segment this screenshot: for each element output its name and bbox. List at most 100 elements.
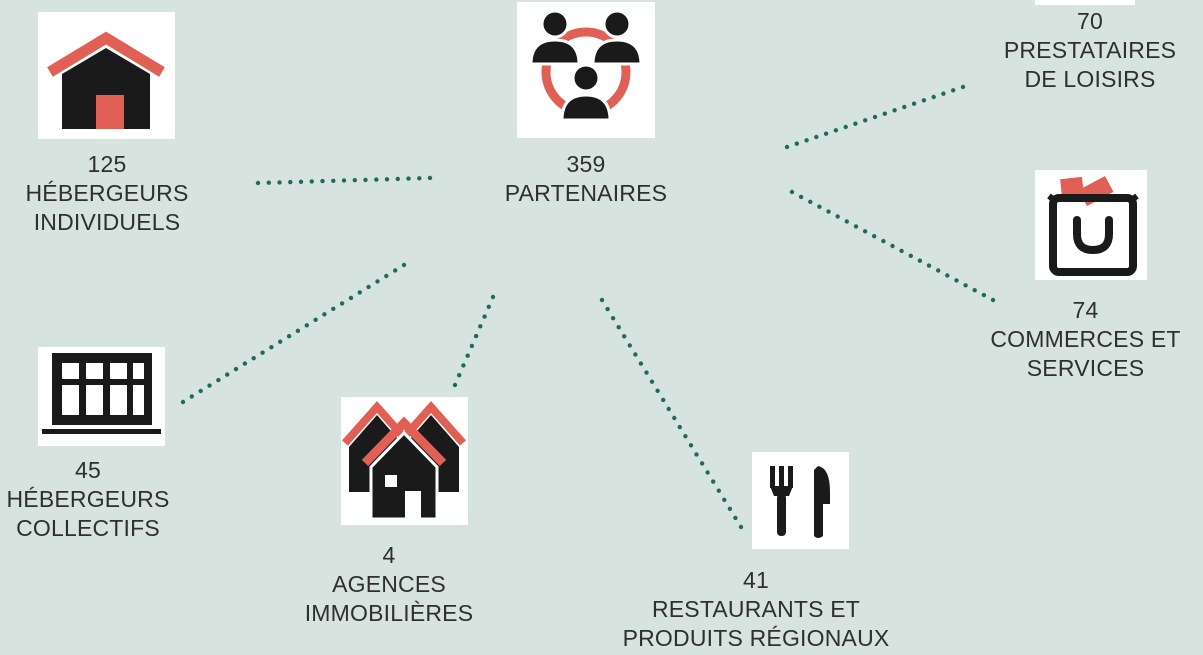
center-count: 359 (566, 151, 606, 177)
connector-dot (921, 98, 927, 103)
connector-dot (278, 339, 283, 344)
connector-dot (255, 180, 261, 186)
node-label-hebergeurs-individuels: 125 HÉBERGEURS INDIVIDUELS (0, 150, 214, 237)
connector-dot (277, 180, 282, 185)
connector-dot (655, 388, 660, 393)
connector-dot (341, 178, 347, 183)
connector-dot (352, 178, 357, 183)
node-title-line2: COLLECTIFS (16, 515, 160, 541)
connector-dot (357, 290, 362, 295)
connector-dot (638, 361, 644, 366)
node-title-line1: COMMERCES ET (990, 326, 1181, 352)
connector-dot (960, 84, 966, 90)
connector-dot (610, 316, 616, 321)
connector-dot (649, 379, 655, 384)
connector-dot (899, 248, 904, 254)
connector-dot (395, 176, 400, 182)
connector-dot (862, 229, 868, 234)
connector-dot (417, 176, 422, 181)
connector-dot (661, 397, 666, 403)
connector-dot (853, 121, 858, 126)
connector-dot (738, 524, 744, 530)
connector-dot (826, 209, 831, 214)
node-count: 74 (1072, 297, 1099, 323)
connector-dot (309, 179, 314, 184)
node-label-prestataires: 70 PRESTATAIRES DE LOISIRS (980, 7, 1200, 94)
connector-dot (945, 273, 950, 278)
node-label-hebergeurs-collectifs: 45 HÉBERGEURS COLLECTIFS (0, 456, 176, 543)
connector-dot (672, 415, 677, 421)
connector-dot (872, 234, 877, 239)
connector-dot (622, 334, 627, 339)
connector-dot (288, 179, 293, 185)
connector-dot (798, 194, 804, 200)
connector-dot (733, 515, 738, 521)
node-title-line2: INDIVIDUELS (33, 209, 181, 235)
connector-dot (363, 177, 368, 183)
node-count: 4 (382, 542, 396, 568)
connector-dot (473, 333, 479, 339)
building-icon (38, 347, 165, 446)
connector-dot (331, 178, 336, 183)
connector-dot (981, 292, 987, 298)
center-title: PARTENAIRES (504, 180, 668, 206)
connector-dot (465, 353, 470, 358)
connector-dot (457, 373, 462, 378)
node-count: 41 (743, 567, 769, 593)
connector-dot (926, 263, 932, 268)
connector-dot (972, 288, 977, 293)
connector-dot (711, 479, 716, 484)
shopping-bag-icon (1035, 170, 1147, 280)
connector-dot (844, 219, 849, 224)
connector-dot (817, 204, 822, 209)
connector-dot (348, 295, 354, 301)
node-title-line2: DE LOISIRS (1024, 66, 1156, 92)
connector-dot (705, 470, 710, 475)
center-label: 359 PARTENAIRES (472, 150, 700, 208)
connector-dot (808, 199, 813, 204)
node-title-line1: HÉBERGEURS (6, 486, 170, 512)
partners-group-icon (517, 2, 655, 138)
connector-dot (694, 452, 699, 457)
connector-dot (605, 306, 610, 312)
connector-dot (260, 350, 265, 355)
connector-dot (936, 268, 941, 273)
connector-dot (814, 134, 819, 140)
node-label-agences: 4 AGENCES IMMOBILIÈRES (286, 541, 492, 628)
connector-dot (627, 343, 632, 348)
connector-dot (823, 131, 829, 136)
node-title-line1: PRESTATAIRES (1003, 37, 1177, 63)
connector-dot (917, 258, 923, 263)
house-icon (38, 12, 175, 139)
connector-dot (954, 278, 959, 283)
connector-dot (931, 94, 936, 100)
connector-dot (911, 101, 917, 106)
connector-dot (482, 314, 487, 319)
connector-dot (322, 312, 327, 317)
connector-dot (452, 382, 458, 388)
node-title-line1: RESTAURANTS ET (651, 596, 861, 622)
connector-dot (863, 118, 868, 123)
node-label-restaurants: 41 RESTAURANTS ET PRODUITS RÉGIONAUX (622, 566, 890, 653)
connector-dot (688, 443, 694, 448)
connector-dot (401, 262, 407, 268)
connector-dot (286, 334, 292, 339)
node-title-line2: IMMOBILIÈRES (304, 600, 474, 626)
connector-dot (990, 297, 996, 303)
connector-dot (804, 138, 809, 143)
connector-dot (902, 104, 907, 110)
connector-dot (722, 497, 727, 502)
connector-dot (375, 279, 380, 284)
connector-dot (486, 304, 491, 309)
connector-dot (393, 268, 398, 273)
connector-dot (882, 111, 887, 116)
node-title-line1: AGENCES (332, 571, 446, 597)
connector-dot (304, 323, 309, 328)
connector-dot (881, 238, 886, 244)
houses-icon (341, 397, 468, 525)
connector-dot (599, 297, 605, 303)
connector-dot (406, 176, 411, 181)
connector-dot (835, 214, 840, 219)
connector-dot (478, 324, 483, 329)
